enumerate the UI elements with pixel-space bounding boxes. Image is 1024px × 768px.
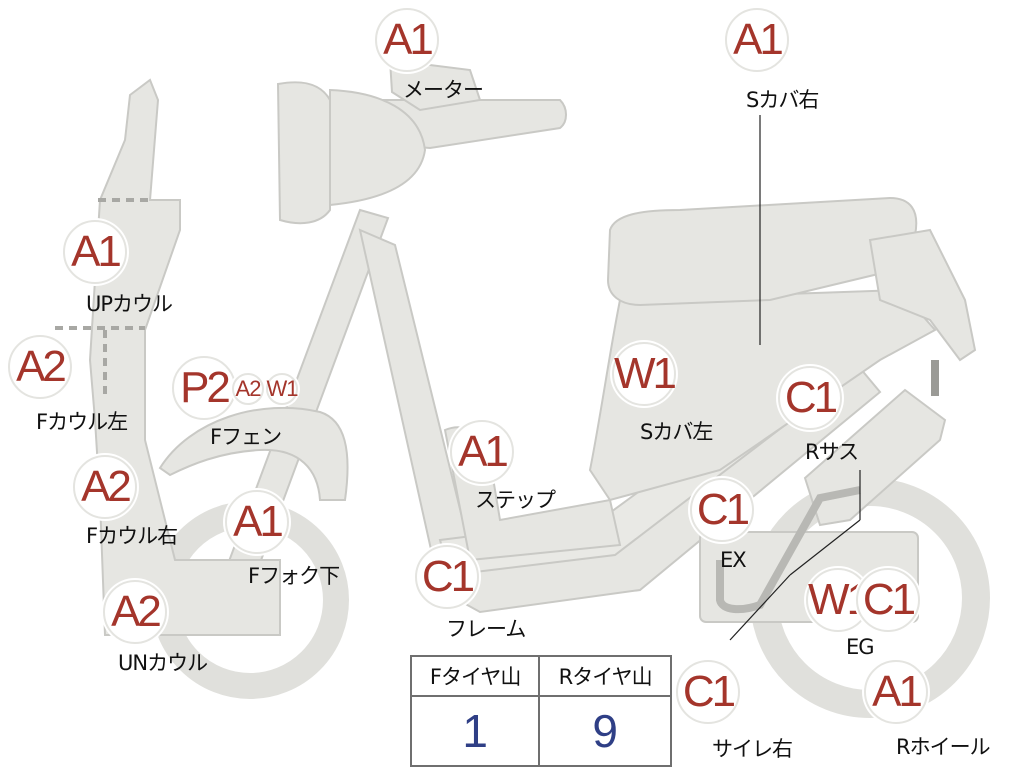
exhaust-pipe <box>716 486 861 614</box>
grade-badge-ex: C1 <box>690 478 754 542</box>
grade-badge-f-fender-w: W1 <box>266 373 299 405</box>
side-cover <box>588 288 937 502</box>
tire-table-header-rear: Rタイヤ山 <box>538 655 672 697</box>
seat <box>606 196 918 307</box>
grade-badge-f-cowl-left: A2 <box>8 335 72 399</box>
grade-badge-f-fork-lower: A1 <box>225 490 289 554</box>
front-fender <box>158 406 349 501</box>
grade-badge-silencer-right: C1 <box>676 660 740 724</box>
part-label-r-wheel: Rホイール <box>896 735 991 759</box>
part-label-ex: EX <box>720 548 747 572</box>
headlight-cover <box>329 88 427 207</box>
grade-badge-f-fender-a: A2 <box>232 373 264 405</box>
part-label-up-cowl: UPカウル <box>86 292 173 316</box>
leader-r-susp-h <box>789 519 861 576</box>
part-label-f-cowl-left: Fカウル左 <box>36 410 128 434</box>
grade-badge-un-cowl: A2 <box>103 580 167 644</box>
part-label-un-cowl: UNカウル <box>118 651 208 675</box>
part-label-f-cowl-right: Fカウル右 <box>86 524 178 548</box>
part-label-meter: メーター <box>403 78 484 102</box>
grade-badge-up-cowl: A1 <box>63 220 127 284</box>
grade-badge-s-cover-right: A1 <box>725 8 789 72</box>
part-label-f-fender: Fフェン <box>210 425 282 449</box>
grade-badge-step: A1 <box>450 420 514 484</box>
meter-housing <box>388 58 482 112</box>
grade-badge-f-cowl-right: A2 <box>73 455 137 519</box>
grade-badge-r-wheel: A1 <box>864 660 928 724</box>
part-label-silencer-right: サイレ右 <box>712 737 793 761</box>
part-label-frame: フレーム <box>446 617 526 641</box>
rear-tail <box>868 228 977 362</box>
headlight <box>276 81 331 225</box>
part-label-step: ステップ <box>475 488 556 512</box>
tire-table-value-front: 1 <box>409 695 541 767</box>
part-label-eg: EG <box>846 635 875 659</box>
part-label-f-fork-lower: Fフォク下 <box>248 564 340 588</box>
grade-badge-meter: A1 <box>375 8 439 72</box>
leader-silencer <box>729 574 791 641</box>
part-label-s-cover-right: Sカバ右 <box>746 88 819 112</box>
grade-badge-s-cover-left: W1 <box>612 342 677 406</box>
part-label-s-cover-left: Sカバ左 <box>640 420 713 444</box>
grade-badge-f-fender-p: P2 <box>172 356 236 420</box>
part-label-r-susp: Rサス <box>805 440 859 464</box>
tire-table-header-front: Fタイヤ山 <box>409 655 541 697</box>
grade-badge-eg-c: C1 <box>856 568 920 632</box>
tire-table-value-rear: 9 <box>538 695 672 767</box>
grade-badge-r-susp: C1 <box>778 366 842 430</box>
grade-badge-frame: C1 <box>415 545 479 609</box>
tire-tread-table: Fタイヤ山 Rタイヤ山 1 9 <box>409 655 672 767</box>
